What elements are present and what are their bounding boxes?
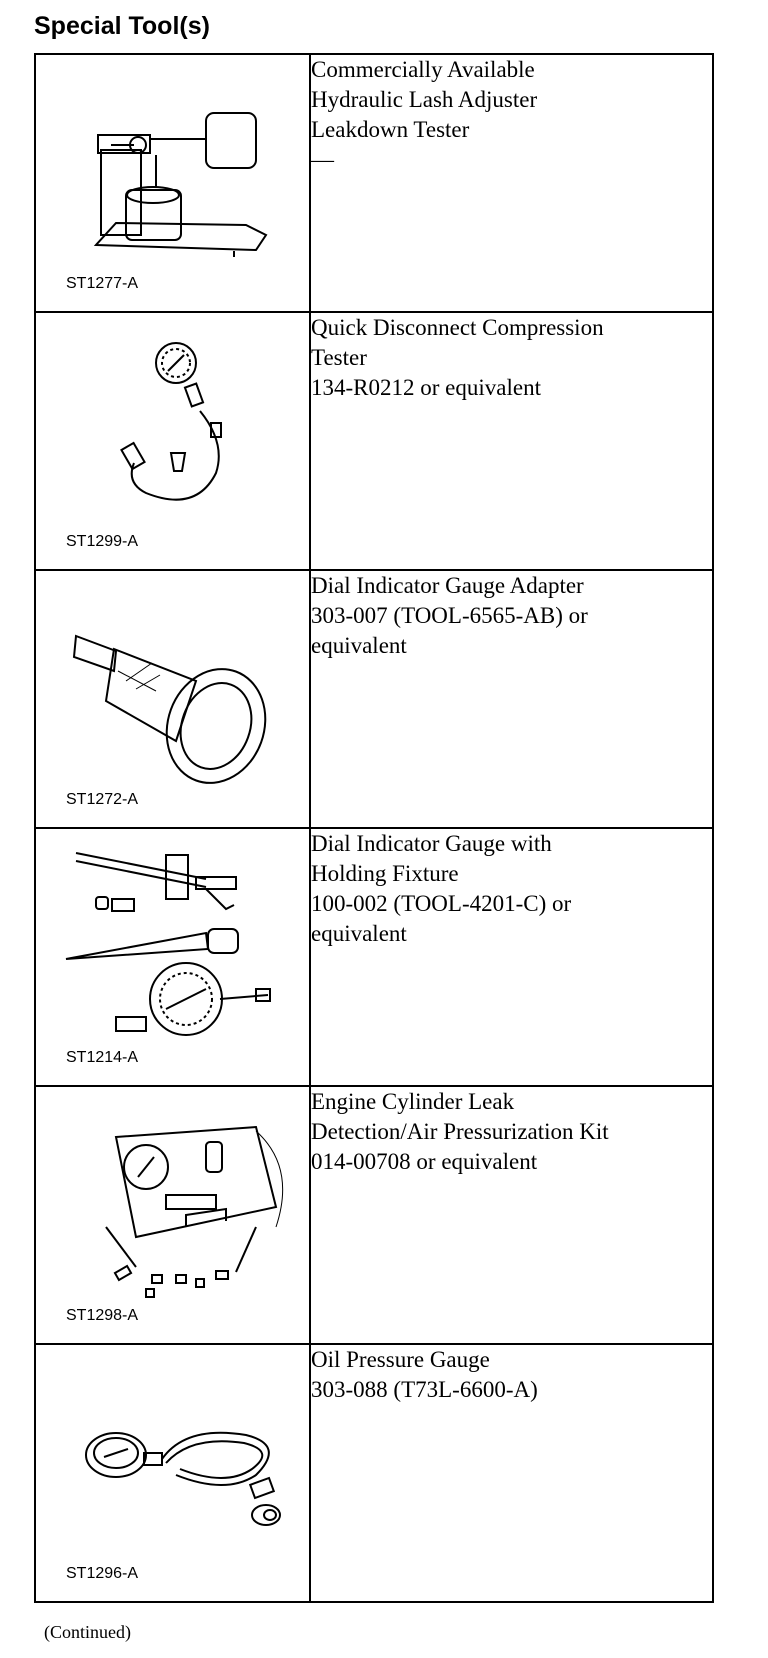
tool-description-line: 134-R0212 or equivalent	[311, 375, 541, 400]
tool-description-line: —	[311, 147, 334, 172]
leakdown-tester-illustration	[93, 112, 268, 257]
table-row: ST1272-A Dial Indicator Gauge Adapter 30…	[34, 569, 714, 829]
tool-description-line: 303-007 (TOOL-6565-AB) or	[311, 603, 588, 628]
tool-description-line: 014-00708 or equivalent	[311, 1149, 538, 1174]
tool-illustration-cell: ST1298-A	[34, 1085, 311, 1345]
table-row: ST1277-A Commercially Available Hydrauli…	[34, 53, 714, 313]
tool-description-line: Holding Fixture	[311, 861, 459, 886]
tool-illustration-cell: ST1299-A	[34, 311, 311, 571]
tool-description-line: Oil Pressure Gauge	[311, 1347, 490, 1372]
tool-description-line: 303-088 (T73L-6600-A)	[311, 1377, 538, 1402]
tool-code: ST1214-A	[66, 1049, 139, 1066]
tool-illustration-cell: ST1214-A	[34, 827, 311, 1087]
tool-description-cell: Dial Indicator Gauge with Holding Fixtur…	[309, 827, 714, 1087]
tool-description-line: Dial Indicator Gauge with	[311, 831, 552, 856]
tool-description-line: Tester	[311, 345, 367, 370]
tool-illustration-cell: ST1296-A	[34, 1343, 311, 1603]
tool-description-line: Dial Indicator Gauge Adapter	[311, 573, 584, 598]
tool-description-cell: Engine Cylinder Leak Detection/Air Press…	[309, 1085, 714, 1345]
tool-illustration-cell: ST1272-A	[34, 569, 311, 829]
section-heading: Special Tool(s)	[34, 12, 210, 40]
table-row: ST1299-A Quick Disconnect Compression Te…	[34, 311, 714, 571]
gauge-adapter-illustration	[72, 634, 267, 784]
tool-code: ST1272-A	[66, 791, 139, 808]
tool-description-cell: Dial Indicator Gauge Adapter 303-007 (TO…	[309, 569, 714, 829]
continued-note: (Continued)	[44, 1622, 131, 1642]
tool-description-line: Quick Disconnect Compression	[311, 315, 604, 340]
table-row: ST1298-A Engine Cylinder Leak Detection/…	[34, 1085, 714, 1345]
tool-description-line: equivalent	[311, 633, 407, 658]
tool-description-cell: Commercially Available Hydraulic Lash Ad…	[309, 53, 714, 313]
tool-description-line: Hydraulic Lash Adjuster	[311, 87, 538, 112]
tool-description-cell: Oil Pressure Gauge 303-088 (T73L-6600-A)	[309, 1343, 714, 1603]
tool-description-line: Detection/Air Pressurization Kit	[311, 1119, 609, 1144]
tool-illustration-cell: ST1277-A	[34, 53, 311, 313]
table-row: ST1214-A Dial Indicator Gauge with Holdi…	[34, 827, 714, 1087]
tool-description-line: Commercially Available	[311, 57, 535, 82]
tool-code: ST1298-A	[66, 1307, 139, 1324]
tool-code: ST1277-A	[66, 275, 139, 292]
tool-description-line: Engine Cylinder Leak	[311, 1089, 515, 1114]
oil-pressure-gauge-illustration	[85, 1431, 281, 1526]
tool-code: ST1299-A	[66, 533, 139, 550]
leak-detection-kit-illustration	[105, 1125, 284, 1298]
tool-description-line: Leakdown Tester	[311, 117, 470, 142]
table-row: ST1296-A Oil Pressure Gauge 303-088 (T73…	[34, 1343, 714, 1603]
tool-description-line: equivalent	[311, 921, 407, 946]
tool-description-line: 100-002 (TOOL-4201-C) or	[311, 891, 572, 916]
dial-indicator-illustration	[65, 852, 271, 1036]
special-tools-table: ST1277-A Commercially Available Hydrauli…	[34, 53, 714, 1603]
tool-code: ST1296-A	[66, 1565, 139, 1582]
tool-description-cell: Quick Disconnect Compression Tester 134-…	[309, 311, 714, 571]
compression-tester-illustration	[120, 342, 222, 501]
